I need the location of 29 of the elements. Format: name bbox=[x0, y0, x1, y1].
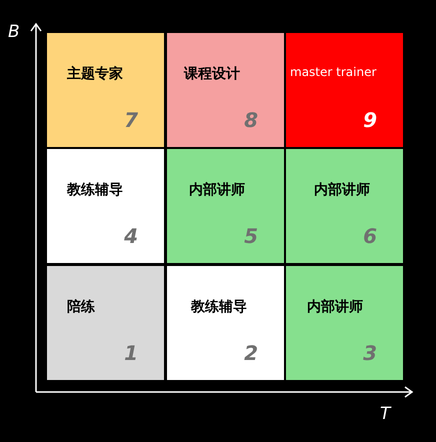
cell-label: 内部讲师 bbox=[307, 298, 363, 316]
cell-label: 教练辅导 bbox=[191, 298, 247, 316]
cell-number: 6 bbox=[363, 224, 377, 248]
matrix-cell bbox=[167, 149, 284, 263]
matrix-cell bbox=[167, 33, 284, 147]
matrix-cell bbox=[286, 33, 403, 147]
cell-label: 课程设计 bbox=[184, 65, 240, 83]
cell-number: 7 bbox=[124, 108, 138, 132]
cell-number: 2 bbox=[244, 341, 258, 365]
cell-number: 5 bbox=[244, 224, 258, 248]
matrix-cell bbox=[47, 266, 164, 380]
cell-label: 陪练 bbox=[67, 298, 95, 316]
cell-label: 主题专家 bbox=[67, 65, 123, 83]
cell-number: 9 bbox=[363, 108, 377, 132]
matrix-cell bbox=[47, 33, 164, 147]
cell-label: master trainer bbox=[290, 65, 376, 79]
axis-label: B bbox=[8, 22, 20, 42]
matrix-cell bbox=[286, 266, 403, 380]
cell-label: 内部讲师 bbox=[314, 181, 370, 199]
cell-label: 内部讲师 bbox=[189, 181, 245, 199]
cell-number: 8 bbox=[244, 108, 258, 132]
cell-number: 1 bbox=[124, 341, 138, 365]
matrix-cell bbox=[47, 149, 164, 263]
cell-number: 3 bbox=[363, 341, 377, 365]
axis-label: T bbox=[380, 404, 390, 424]
cell-label: 教练辅导 bbox=[67, 181, 123, 199]
cell-number: 4 bbox=[124, 224, 138, 248]
matrix-cell bbox=[286, 149, 403, 263]
matrix-cell bbox=[167, 266, 284, 380]
